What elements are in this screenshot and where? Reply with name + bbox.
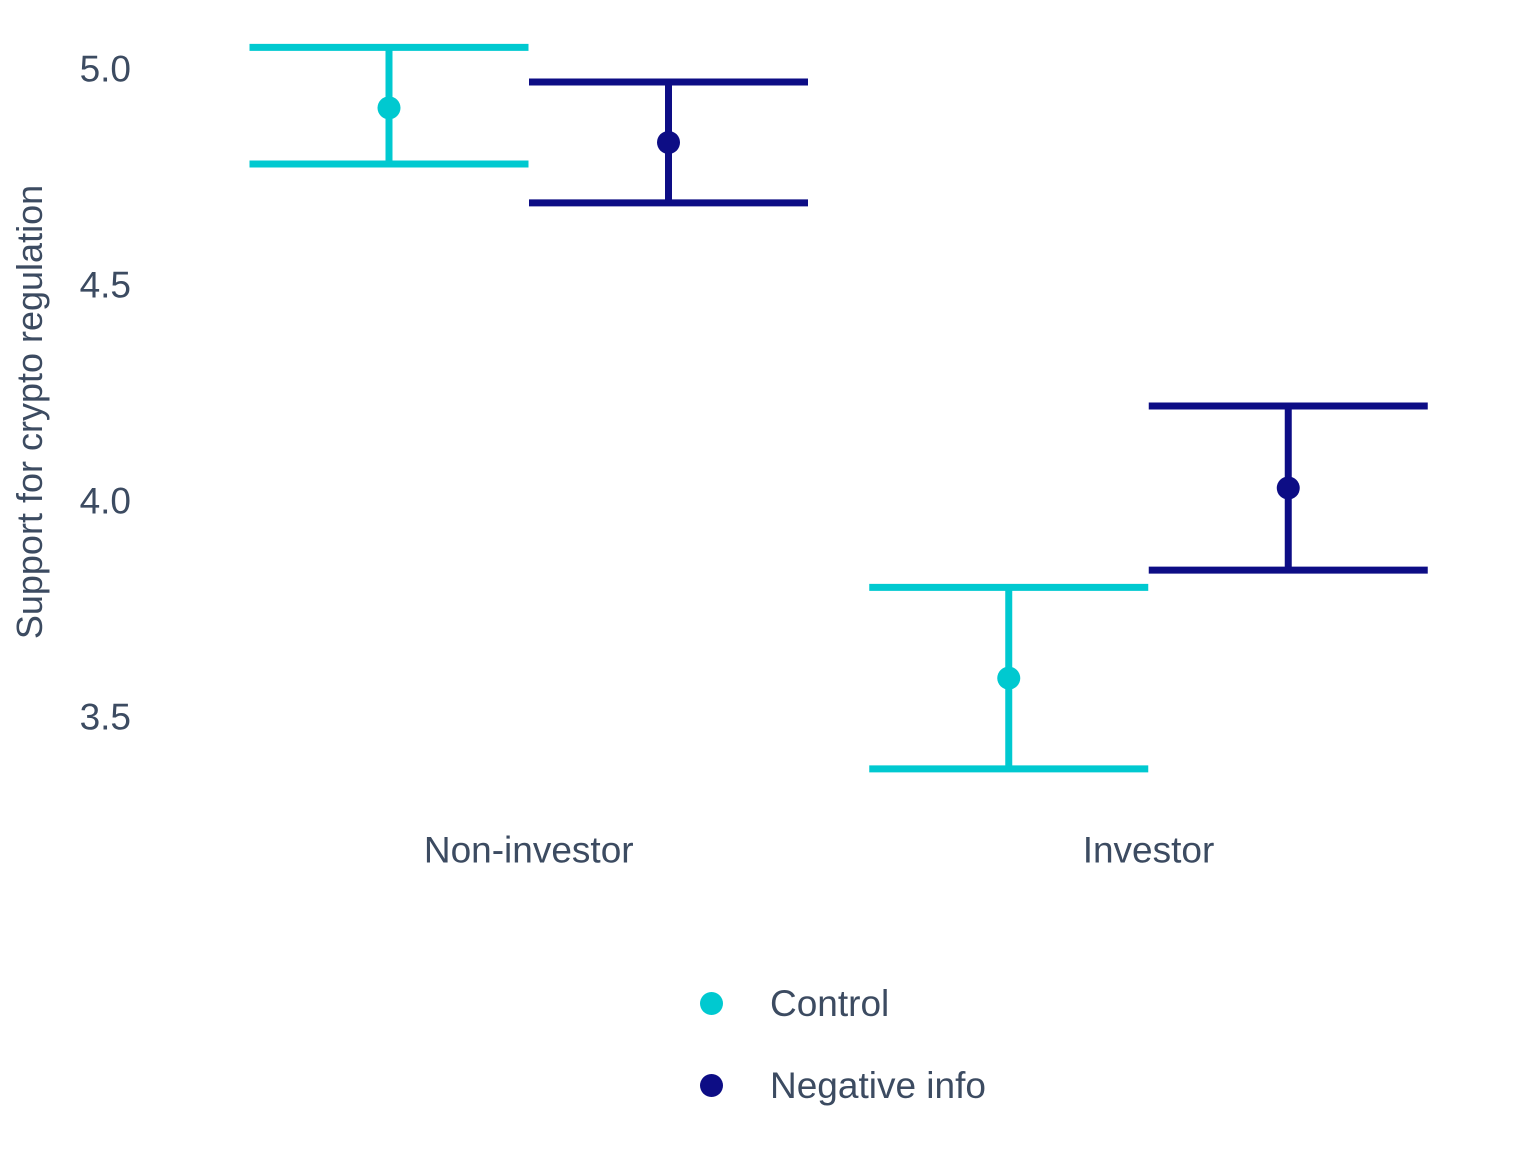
pointrange-negative-info-non-investor — [529, 78, 808, 207]
mean-point-negative-info-non-investor — [657, 130, 680, 154]
pointrange-control-non-investor — [249, 43, 529, 168]
mean-point-control-investor — [997, 666, 1021, 690]
legend: Control Negative info — [700, 981, 986, 1145]
y-tick-3-5: 3.5 — [79, 696, 131, 738]
x-label-investor: Investor — [1082, 829, 1215, 871]
legend-marker-negative-info-icon — [700, 1073, 723, 1097]
y-tick-5-0: 5.0 — [79, 48, 131, 90]
legend-marker-control-icon — [700, 991, 723, 1015]
x-label-non-investor: Non-investor — [423, 829, 634, 871]
y-tick-4-5: 4.5 — [79, 264, 131, 306]
legend-item-control: Control — [700, 981, 986, 1025]
pointrange-control-investor — [869, 583, 1149, 773]
legend-label-control: Control — [770, 982, 890, 1024]
pointrange-negative-info-investor — [1148, 402, 1428, 574]
legend-label-negative-info: Negative info — [770, 1064, 986, 1106]
y-tick-4-0: 4.0 — [79, 480, 131, 522]
legend-item-negative-info: Negative info — [700, 1063, 986, 1107]
mean-point-control-non-investor — [377, 96, 401, 120]
mean-point-negative-info-investor — [1276, 476, 1300, 500]
